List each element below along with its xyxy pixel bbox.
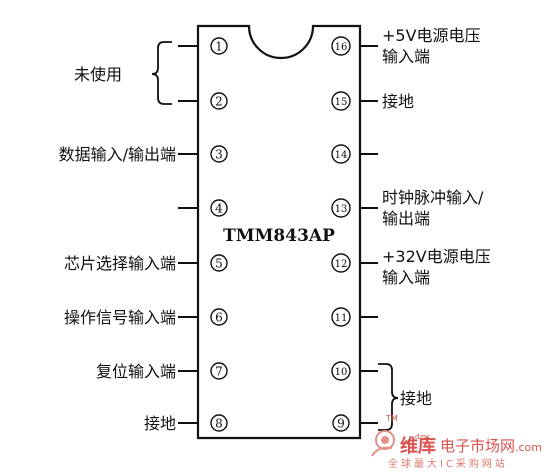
pin-8-number: 8: [215, 417, 223, 431]
watermark-small-text: dzsc: [415, 433, 431, 441]
watermark-slogan: 全球最大IC采购网站: [388, 457, 508, 470]
pin-6-badge: 6: [210, 308, 228, 326]
pin-13-label-line-1: 时钟脉冲输入/: [382, 188, 484, 207]
pin-14-number: 14: [335, 150, 348, 161]
ground-brace: [378, 363, 399, 431]
pin-2-badge: 2: [210, 92, 228, 110]
pin-leads: [178, 45, 378, 424]
pin-2-number: 2: [215, 95, 223, 109]
pin-16-label-line-1: +5V电源电压: [382, 26, 481, 45]
pin-13-badge: 13: [331, 198, 351, 218]
pin-10-badge: 10: [331, 361, 351, 381]
pin-16-label-line-2: 输入端: [382, 47, 430, 66]
pin-5-number: 5: [215, 257, 223, 271]
pin-12-label-line-1: +32V电源电压: [382, 247, 491, 266]
pin-9-number: 9: [337, 417, 345, 431]
pin-13-label-line-2: 输出端: [382, 209, 430, 228]
pin-6-number: 6: [215, 311, 223, 325]
watermark-tm: TM: [385, 414, 398, 423]
pin-1-number: 1: [215, 40, 223, 54]
pin-16-number: 16: [335, 42, 348, 53]
pin-number-badges: 1 2 3 4 5 6 7 8 16 15 14 13 12 11 10 9: [210, 36, 351, 432]
pin-3-number: 3: [215, 148, 223, 162]
pin-7-label: 复位输入端: [96, 362, 176, 381]
pin-10-number: 10: [335, 367, 348, 378]
pin-12-number: 12: [335, 259, 348, 270]
pin-11-badge: 11: [331, 307, 351, 327]
pin-4-number: 4: [215, 202, 223, 216]
pin-15-label: 接地: [382, 92, 414, 111]
pin-7-number: 7: [215, 365, 223, 379]
pin-9-badge: 9: [332, 414, 350, 432]
watermark-brand: 维库: [400, 435, 436, 457]
pin-8-badge: 8: [210, 414, 228, 432]
pin-4-badge: 4: [210, 199, 228, 217]
pin-12-badge: 12: [331, 253, 351, 273]
pin-5-label: 芯片选择输入端: [64, 254, 176, 273]
pin-5-badge: 5: [210, 254, 228, 272]
pin-3-badge: 3: [210, 145, 228, 163]
pin-6-label: 操作信号输入端: [64, 308, 176, 327]
pin-16-badge: 16: [331, 36, 351, 56]
unused-brace: [151, 41, 172, 105]
pin-13-number: 13: [335, 204, 348, 215]
pin-1-badge: 1: [210, 37, 228, 55]
watermark-site-name: 电子市场网: [440, 437, 515, 455]
ground-group-label: 接地: [400, 389, 432, 408]
pin-8-label: 接地: [144, 414, 176, 433]
pin-14-badge: 14: [331, 144, 351, 164]
watermark-logo-icon: [371, 430, 395, 457]
unused-group-label: 未使用: [74, 65, 122, 84]
watermark-domain: .com: [515, 441, 542, 454]
pin-12-label-line-2: 输入端: [382, 268, 430, 287]
pin-15-number: 15: [335, 97, 348, 108]
pin-7-badge: 7: [210, 362, 228, 380]
pin-3-label: 数据输入/输出端: [59, 145, 176, 164]
pin-15-badge: 15: [331, 91, 351, 111]
chip-body: [196, 24, 362, 440]
pin-11-number: 11: [335, 313, 348, 324]
chip-part-number: TMM843AP: [223, 226, 335, 246]
site-watermark: TM 维库 电子市场网 .com dzsc 全球最大IC采购网站: [371, 414, 542, 470]
